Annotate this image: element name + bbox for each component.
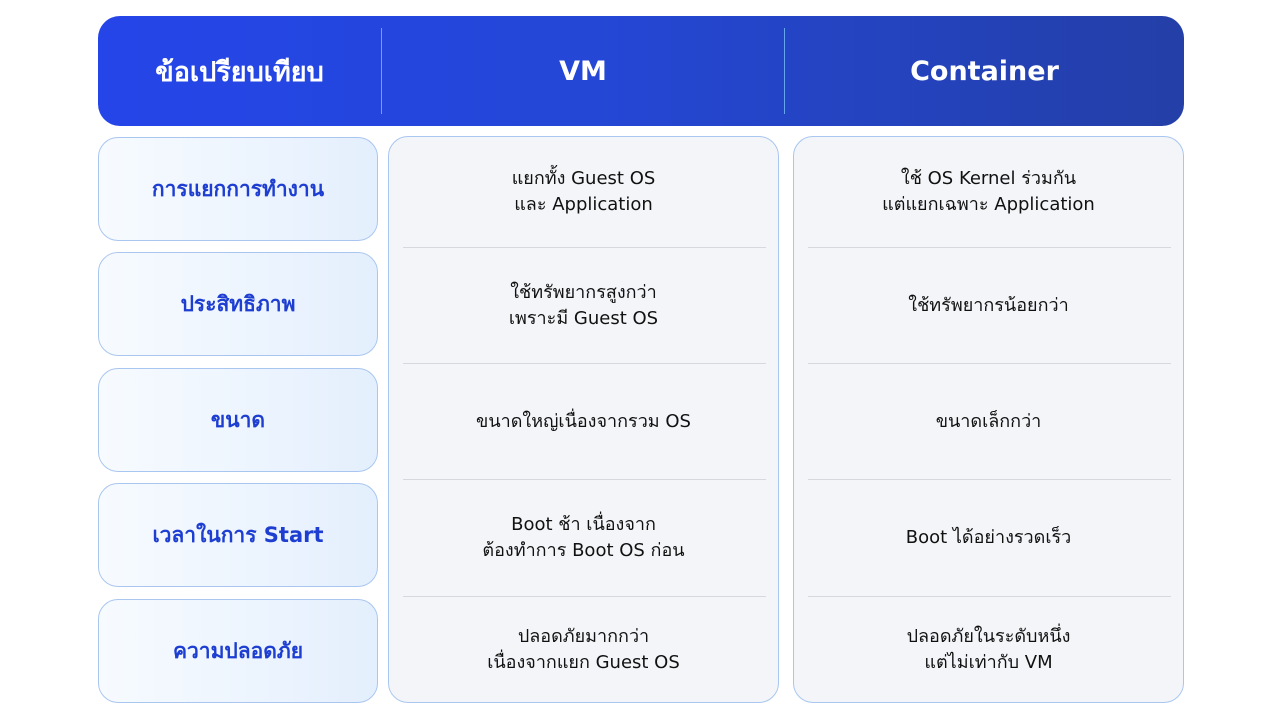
cell-line: ปลอดภัยมากกว่า [517,625,650,647]
container-cell-performance: ใช้ทรัพยากรน้อยกว่า [794,248,1183,363]
cell-line: ใช้ทรัพยากรน้อยกว่า [908,294,1069,316]
vm-cell-size: ขนาดใหญ่เนื่องจากรวม OS [389,364,778,479]
cell-line: แต่ไม่เท่ากับ VM [924,651,1053,673]
cell-line: เพราะมี Guest OS [508,307,659,329]
row-label-performance: ประสิทธิภาพ [98,252,378,356]
container-cell-start-time: Boot ได้อย่างรวดเร็ว [794,480,1183,596]
header-vm: VM [559,55,607,87]
vm-cell-isolation: แยกทั้ง Guest OS และ Application [389,137,778,247]
row-divider [808,596,1171,597]
cell-line: ใช้ OS Kernel ร่วมกัน [900,168,1077,189]
cell-line: ต้องทำการ Boot OS ก่อน [482,540,685,561]
vm-cell-security: ปลอดภัยมากกว่า เนื่องจากแยก Guest OS [389,597,778,702]
cell-line: Boot ได้อย่างรวดเร็ว [905,527,1072,548]
cell-line: แยกทั้ง Guest OS [511,168,656,189]
row-label-security: ความปลอดภัย [98,599,378,703]
header-divider [784,28,785,114]
row-divider [808,479,1171,480]
cell-line: ขนาดเล็กกว่า [935,410,1042,432]
vm-cell-start-time: Boot ช้า เนื่องจาก ต้องทำการ Boot OS ก่อ… [389,480,778,596]
row-label-size: ขนาด [98,368,378,472]
row-divider [808,247,1171,248]
row-divider [403,479,766,480]
container-column: ใช้ OS Kernel ร่วมกัน แต่แยกเฉพาะ Applic… [793,136,1184,703]
vm-cell-performance: ใช้ทรัพยากรสูงกว่า เพราะมี Guest OS [389,248,778,363]
cell-line: และ Application [514,194,653,215]
row-divider [403,247,766,248]
container-cell-security: ปลอดภัยในระดับหนึ่ง แต่ไม่เท่ากับ VM [794,597,1183,702]
row-label-start-time: เวลาในการ Start [98,483,378,587]
cell-line: ใช้ทรัพยากรสูงกว่า [510,281,657,303]
row-divider [808,363,1171,364]
cell-line: ปลอดภัยในระดับหนึ่ง [906,625,1071,647]
table-header: ข้อเปรียบเทียบ VM Container [98,16,1184,126]
cell-line: เนื่องจากแยก Guest OS [487,651,680,673]
header-comparison: ข้อเปรียบเทียบ [155,56,324,88]
row-divider [403,596,766,597]
container-cell-size: ขนาดเล็กกว่า [794,364,1183,479]
cell-line: ขนาดใหญ่เนื่องจากรวม OS [476,410,691,432]
row-label-isolation: การแยกการทำงาน [98,137,378,241]
cell-line: Boot ช้า เนื่องจาก [511,514,656,535]
vm-column: แยกทั้ง Guest OS และ Application ใช้ทรัพ… [388,136,779,703]
cell-line: แต่แยกเฉพาะ Application [882,194,1095,215]
header-divider [381,28,382,114]
header-container: Container [910,55,1059,87]
row-divider [403,363,766,364]
container-cell-isolation: ใช้ OS Kernel ร่วมกัน แต่แยกเฉพาะ Applic… [794,137,1183,247]
